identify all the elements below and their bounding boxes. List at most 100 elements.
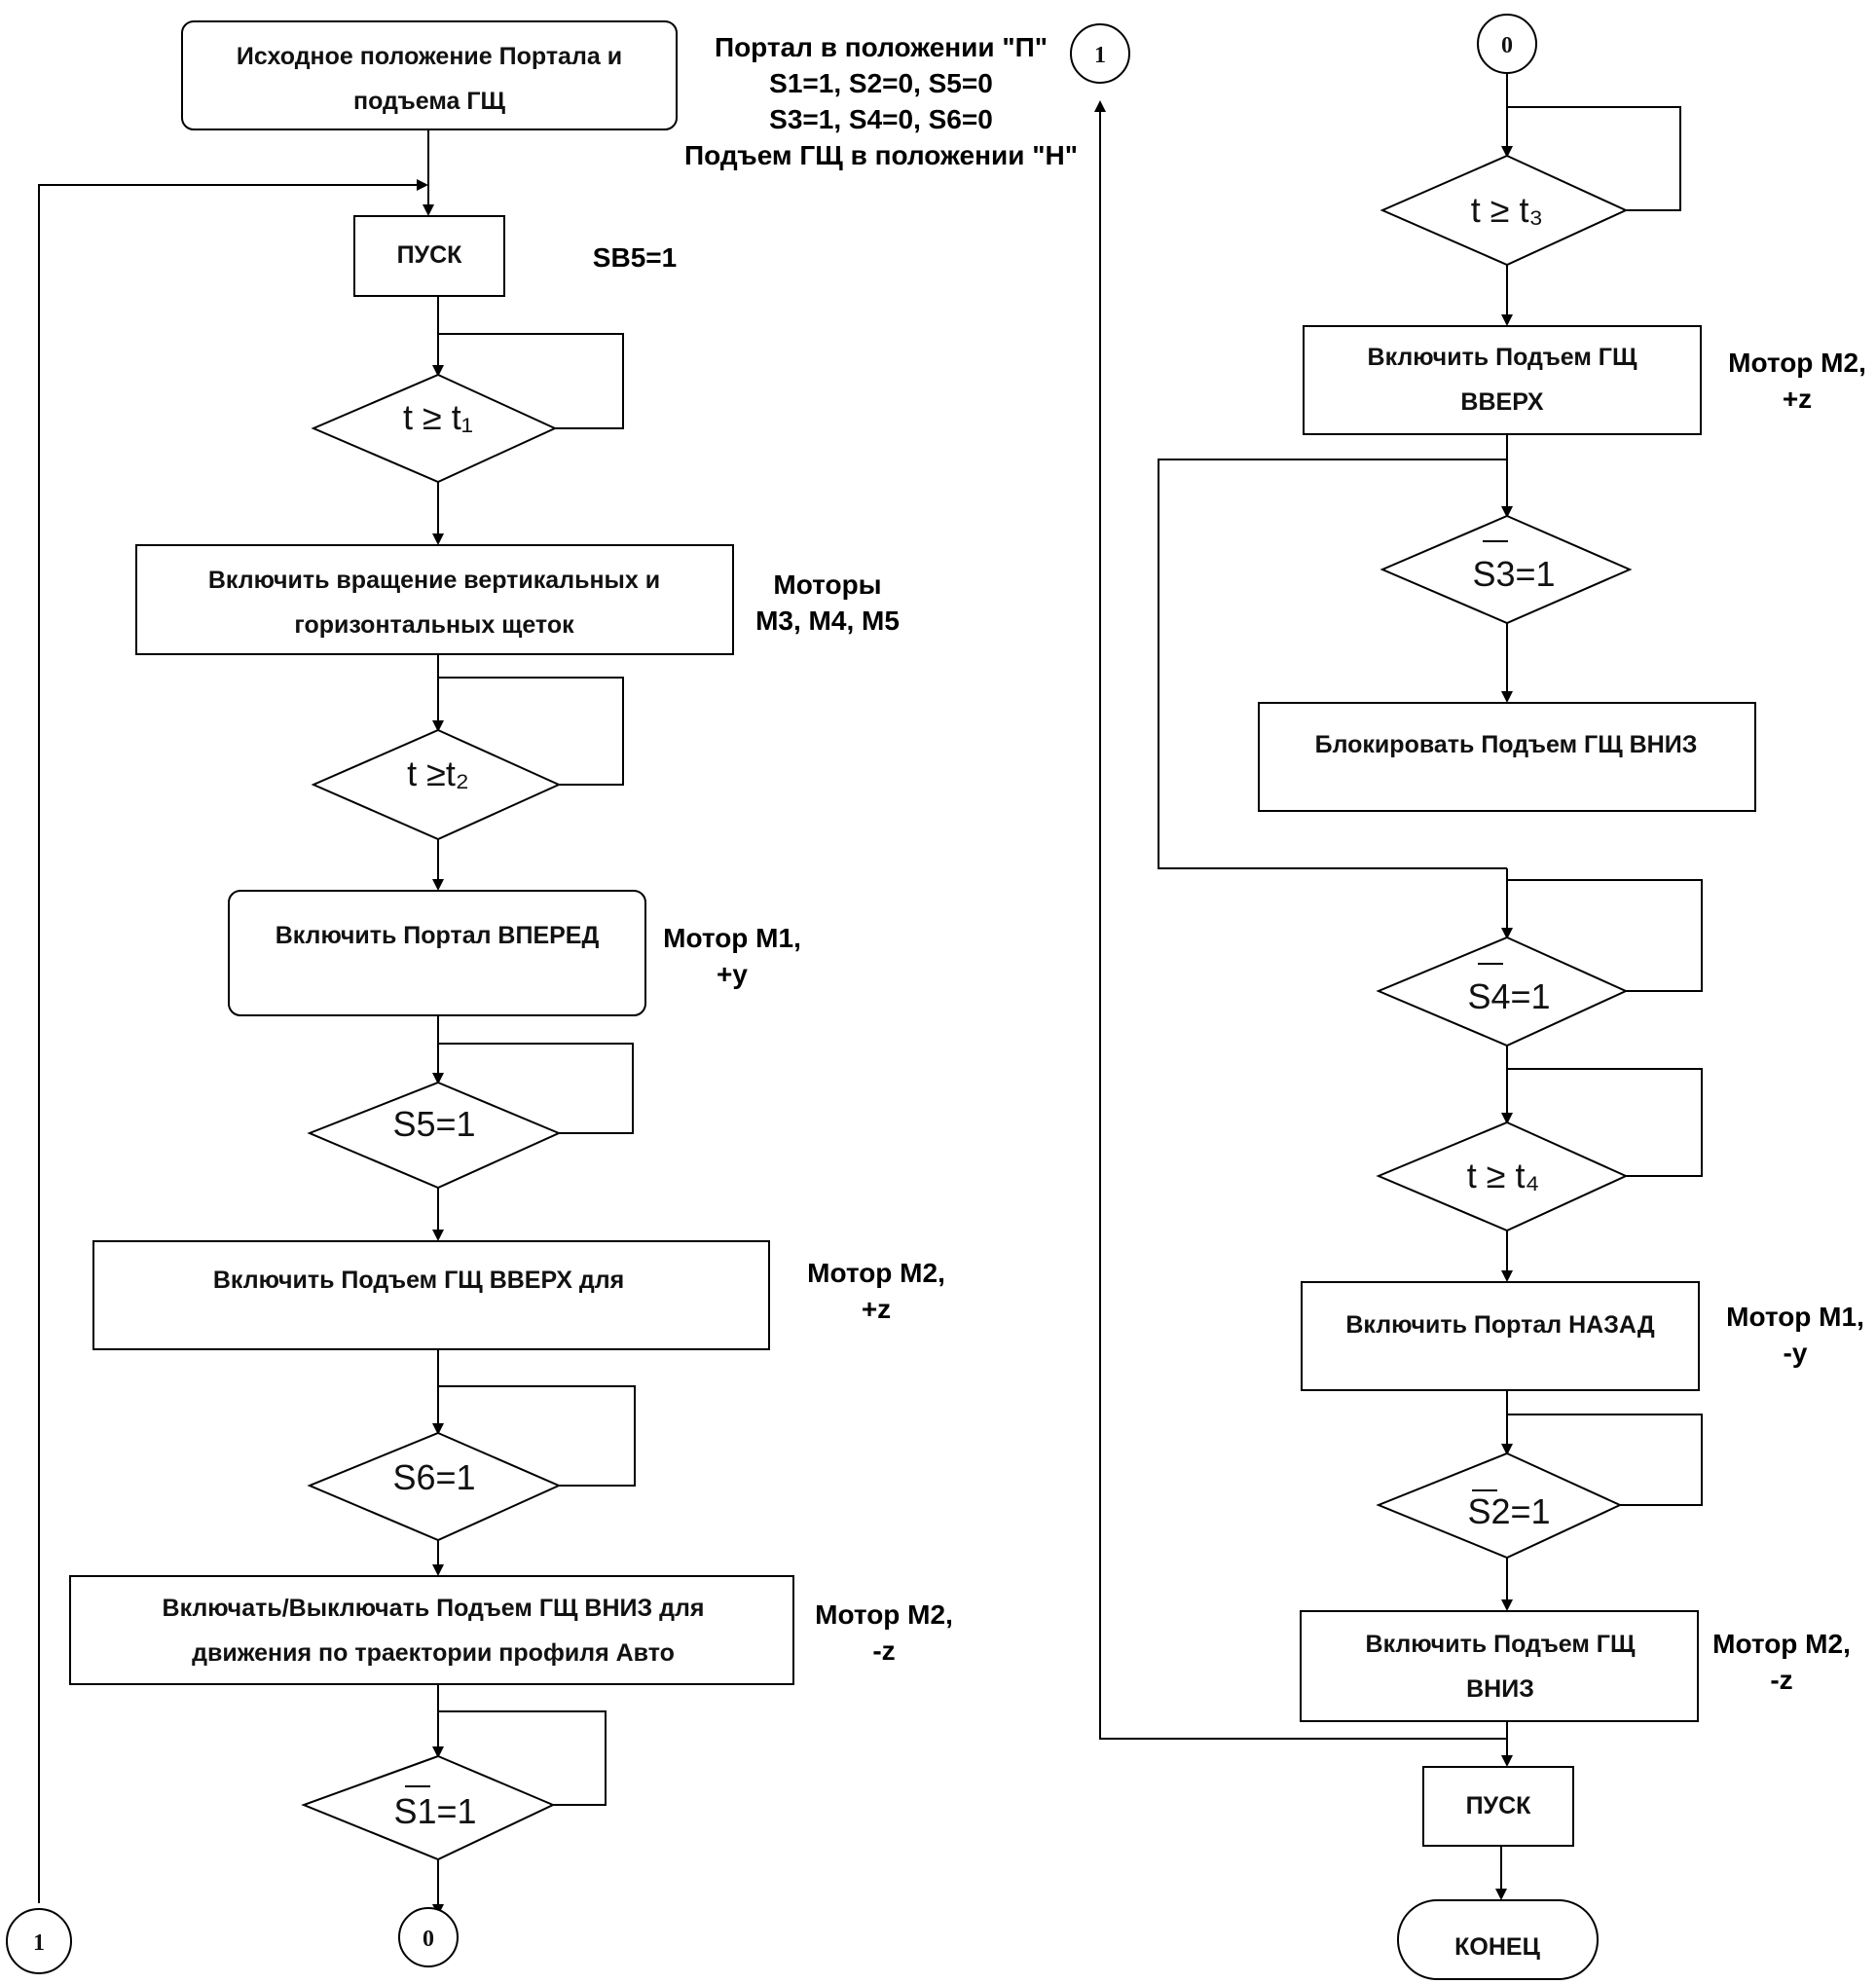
connector-0-top-label: 0 xyxy=(1501,33,1513,58)
annotation-initial-state-line-1: Портал в положении "П" xyxy=(715,32,1048,62)
node-pusk-1 xyxy=(353,215,505,297)
decision-t2-text-line-1: t ≥t₂ xyxy=(407,753,469,793)
decision-t3-text: t ≥ t₃ xyxy=(1471,190,1543,230)
decision-s6 xyxy=(307,1431,562,1542)
decision-t1-text: t ≥ t₁ xyxy=(403,397,473,437)
decision-t2-text: t ≥t₂ xyxy=(407,753,469,793)
annotation-motors-brushes-line-1: Моторы xyxy=(773,569,881,600)
decision-s5-text: S5=1 xyxy=(392,1104,475,1144)
loop-t1 xyxy=(438,333,624,429)
loop-t3 xyxy=(1507,106,1681,211)
node-down-2-text-line-1: Включить Подъем ГЩ xyxy=(1366,1631,1636,1658)
connector-0-bottom xyxy=(398,1907,459,1967)
node-fwd xyxy=(228,890,646,1016)
connector-0-bottom-label: 0 xyxy=(423,1927,434,1952)
node-start-text-line-1: Исходное положение Портала и xyxy=(237,43,622,70)
edges-right xyxy=(1094,70,1703,1900)
decision-s1-text-line-1: S1=1 xyxy=(393,1791,476,1831)
node-block-text: Блокировать Подъем ГЩ ВНИЗ xyxy=(1315,731,1698,758)
loop-s4 xyxy=(1507,879,1703,992)
annotation-motor-back-line-1: Мотор М1, xyxy=(1726,1302,1864,1332)
decision-s4-text: S4=1 xyxy=(1467,976,1550,1016)
node-end xyxy=(1397,1899,1599,1980)
annotation-motor-up-1-line-1: Мотор М2, xyxy=(807,1258,945,1288)
annotation-sb5: SB5=1 xyxy=(593,242,677,273)
node-down-traj-text-line-1: Включать/Выключать Подъем ГЩ ВНИЗ для xyxy=(163,1595,705,1622)
node-up-2-text-line-2: ВВЕРХ xyxy=(1460,388,1544,416)
connector-1-bottom-label: 1 xyxy=(33,1930,45,1956)
edge-return-from-connector-1 xyxy=(38,179,428,1903)
decision-s5 xyxy=(307,1081,562,1190)
decision-t3 xyxy=(1379,154,1629,267)
node-down-traj-text-line-2: движения по траектории профиля Авто xyxy=(192,1639,675,1667)
node-brushes xyxy=(135,544,734,655)
decision-t1 xyxy=(311,373,558,484)
decision-s6-text: S6=1 xyxy=(392,1457,475,1497)
node-start xyxy=(181,20,678,130)
annotation-motor-down-2: Мотор М2, -z xyxy=(1712,1629,1851,1695)
node-down-2-text-line-2: ВНИЗ xyxy=(1466,1675,1534,1703)
node-fwd-text-line-1: Включить Портал ВПЕРЕД xyxy=(276,922,600,949)
connector-0-top xyxy=(1477,14,1537,74)
annotation-motor-back: Мотор М1,-y xyxy=(1726,1302,1864,1368)
decision-s3-text-line-1: S3=1 xyxy=(1472,554,1555,594)
annotation-motor-fwd-line-2: +y xyxy=(717,959,748,989)
node-back xyxy=(1301,1281,1700,1391)
decision-t3-text-line-1: t ≥ t₃ xyxy=(1471,190,1543,230)
node-pusk-2 xyxy=(1422,1766,1574,1847)
node-brushes-text-line-2: горизонтальных щеток xyxy=(294,611,574,639)
annotation-motor-up-2-line-1: Мотор М2, xyxy=(1728,348,1866,378)
node-block xyxy=(1258,702,1756,812)
node-end-text: КОНЕЦ xyxy=(1454,1933,1540,1961)
annotation-sb5-line-1: SB5=1 xyxy=(593,242,677,273)
node-end-text-line-1: КОНЕЦ xyxy=(1454,1933,1540,1961)
node-down-traj-text: Включать/Выключать Подъем ГЩ ВНИЗ для дви… xyxy=(163,1595,705,1667)
node-brushes-text-line-1: Включить вращение вертикальных и xyxy=(208,567,660,594)
annotation-motor-up-1: Мотор М2, +z xyxy=(807,1258,945,1324)
node-up-2-text-line-1: Включить Подъем ГЩ xyxy=(1368,344,1637,371)
bypass-s3 xyxy=(1158,459,1507,869)
node-start-text-line-2: подъема ГЩ xyxy=(353,88,506,115)
loop-s1 xyxy=(438,1710,607,1806)
node-pusk-1-text: ПУСК xyxy=(397,241,463,269)
node-back-text-line-1: Включить Портал НАЗАД xyxy=(1345,1311,1654,1339)
annotation-motor-fwd: Мотор М1, +y xyxy=(663,923,801,989)
decision-t4-text-line-1: t ≥ t₄ xyxy=(1467,1156,1539,1195)
loop-t2 xyxy=(438,677,624,786)
annotation-motor-down-1-line-2: -z xyxy=(872,1635,895,1666)
decision-s1 xyxy=(301,1754,556,1861)
decision-t4-text: t ≥ t₄ xyxy=(1467,1156,1539,1195)
node-back-text: Включить Портал НАЗАД xyxy=(1345,1311,1654,1339)
decision-s3-text: S3=1 xyxy=(1472,554,1555,594)
node-down-2 xyxy=(1300,1610,1699,1722)
decision-s3 xyxy=(1379,514,1633,625)
annotation-motor-fwd-line-1: Мотор М1, xyxy=(663,923,801,953)
node-up-2-text: Включить Подъем ГЩ ВВЕРХ xyxy=(1368,344,1637,416)
decision-s2 xyxy=(1376,1451,1623,1560)
node-pusk-2-text: ПУСК xyxy=(1466,1792,1532,1819)
loop-s5 xyxy=(438,1043,634,1134)
node-up-1-text: Включить Подъем ГЩ ВВЕРХ для xyxy=(213,1267,624,1294)
connector-1-top xyxy=(1070,23,1130,84)
node-start-text: Исходное положение Портала и подъема ГЩ xyxy=(237,43,622,115)
annotation-motor-down-2-line-2: -z xyxy=(1770,1665,1792,1695)
annotation-initial-state-line-2: S1=1, S2=0, S5=0 xyxy=(769,68,993,98)
annotation-motors-brushes-line-2: M3, M4, M5 xyxy=(755,606,900,636)
decision-s4 xyxy=(1376,936,1629,1047)
decision-t2 xyxy=(311,728,562,841)
node-up-1-text-line-1: Включить Подъем ГЩ ВВЕРХ для xyxy=(213,1267,624,1294)
annotation-motor-up-2: Мотор М2,+z xyxy=(1728,348,1866,414)
node-block-text-line-1: Блокировать Подъем ГЩ ВНИЗ xyxy=(1315,731,1698,758)
annotation-motor-up-1-line-2: +z xyxy=(862,1294,891,1324)
edges-left xyxy=(38,129,636,1916)
node-fwd-text: Включить Портал ВПЕРЕД xyxy=(276,922,600,949)
annotation-motor-down-2-line-1: Мотор М2, xyxy=(1712,1629,1851,1659)
node-down-traj xyxy=(69,1575,794,1685)
decision-s4-text-line-1: S4=1 xyxy=(1467,976,1550,1016)
decision-s2-text-line-1: S2=1 xyxy=(1467,1491,1550,1531)
node-up-2 xyxy=(1303,325,1702,435)
edge-to-connector-1 xyxy=(1094,100,1507,1740)
node-up-1 xyxy=(92,1240,770,1350)
